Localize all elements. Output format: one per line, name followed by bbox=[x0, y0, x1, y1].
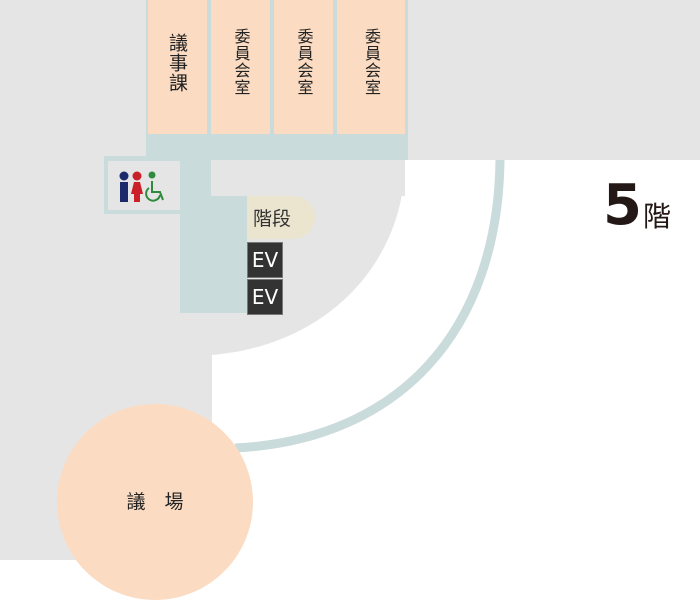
room-committee-1[interactable]: 委員会室 bbox=[211, 0, 270, 134]
floor-number: 5 bbox=[603, 173, 642, 238]
stairs[interactable]: 階段 bbox=[247, 196, 315, 239]
male-restroom-icon bbox=[119, 171, 129, 202]
room-label: 委員会室 bbox=[294, 28, 314, 96]
floor-indicator: 5 階 bbox=[603, 178, 671, 234]
assembly-hall-label: 議 場 bbox=[126, 490, 184, 513]
room-committee-2[interactable]: 委員会室 bbox=[274, 0, 333, 134]
room-label: 議事課 bbox=[166, 33, 188, 93]
female-restroom-icon bbox=[131, 171, 143, 202]
assembly-hall[interactable]: 議 場 bbox=[57, 404, 253, 600]
floor-suffix: 階 bbox=[642, 200, 671, 233]
room-label: 委員会室 bbox=[231, 28, 251, 96]
room-label: 委員会室 bbox=[362, 28, 381, 96]
elevator-2[interactable]: EV bbox=[247, 279, 283, 315]
room-council-affairs[interactable]: 議事課 bbox=[148, 0, 207, 134]
wheelchair-accessible-icon bbox=[145, 171, 164, 202]
lobby-top bbox=[211, 160, 405, 196]
elevator-1[interactable]: EV bbox=[247, 242, 283, 278]
restroom[interactable] bbox=[108, 161, 180, 210]
room-committee-3[interactable]: 委員会室 bbox=[337, 0, 405, 134]
